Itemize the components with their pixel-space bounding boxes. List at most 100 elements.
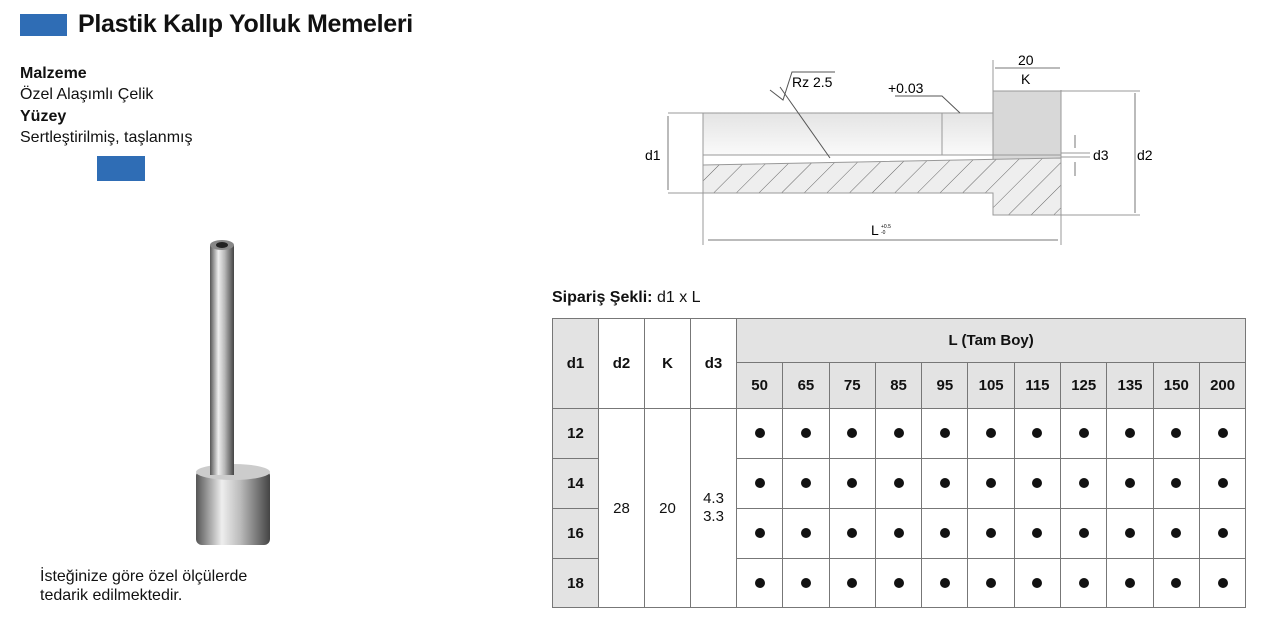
length-header: 95	[921, 362, 969, 409]
availability-cell	[828, 508, 876, 559]
available-dot-icon	[1217, 577, 1228, 588]
d1-cell: 12	[552, 408, 599, 459]
availability-cell	[1013, 558, 1062, 608]
available-dot-icon	[939, 577, 950, 588]
available-dot-icon	[800, 478, 811, 488]
d3-value-2: 3.3	[703, 508, 724, 525]
d1-label: d1	[645, 147, 661, 163]
available-dot-icon	[986, 478, 997, 488]
available-dot-icon	[754, 577, 765, 588]
availability-cell	[828, 458, 876, 509]
available-dot-icon	[1125, 478, 1136, 488]
availability-cell	[921, 458, 969, 509]
l-tol-minus: -0	[881, 230, 886, 236]
length-header: 105	[967, 362, 1015, 409]
available-dot-icon	[754, 528, 765, 538]
availability-cell	[921, 558, 969, 608]
availability-cell	[874, 508, 923, 559]
available-dot-icon	[1217, 478, 1228, 488]
available-dot-icon	[800, 577, 811, 588]
length-header: 200	[1198, 362, 1247, 409]
available-dot-icon	[1171, 577, 1182, 588]
length-header: 65	[782, 362, 830, 409]
available-dot-icon	[800, 528, 811, 538]
l-tol-plus: +0.5	[881, 224, 891, 230]
available-dot-icon	[1125, 528, 1136, 538]
surface-value: Sertleştirilmiş, taşlanmış	[20, 129, 193, 146]
available-dot-icon	[1032, 428, 1043, 438]
available-dot-icon	[754, 428, 765, 438]
available-dot-icon	[1032, 577, 1043, 588]
l-label: L	[871, 222, 879, 238]
availability-cell	[1060, 508, 1108, 559]
d1-cell: 16	[552, 508, 599, 559]
availability-cell	[1152, 408, 1200, 459]
availability-cell	[782, 558, 830, 608]
availability-cell	[874, 458, 923, 509]
availability-cell	[967, 458, 1015, 509]
availability-cell	[735, 508, 784, 559]
availability-cell	[1060, 558, 1108, 608]
availability-cell	[967, 508, 1015, 559]
availability-cell	[828, 558, 876, 608]
available-dot-icon	[1171, 478, 1182, 488]
table-row: 18	[552, 558, 1247, 608]
available-dot-icon	[1171, 528, 1182, 538]
available-dot-icon	[893, 428, 904, 438]
availability-cell	[1152, 558, 1200, 608]
sprue-bushing-photo	[196, 240, 270, 545]
availability-cell	[1198, 458, 1247, 509]
available-dot-icon	[939, 428, 950, 438]
available-dot-icon	[800, 428, 811, 438]
available-dot-icon	[939, 478, 950, 488]
availability-cell	[1106, 408, 1154, 459]
availability-cell	[921, 508, 969, 559]
availability-cell	[1060, 458, 1108, 509]
availability-cell	[735, 558, 784, 608]
header-d1: d1	[552, 318, 599, 409]
availability-cell	[782, 458, 830, 509]
d2-label: d2	[1137, 147, 1153, 163]
custom-size-note: İsteğinize göre özel ölçülerde tedarik e…	[40, 567, 247, 605]
k-value-label: 20	[1018, 52, 1034, 68]
header-k: K	[644, 318, 691, 409]
available-dot-icon	[986, 528, 997, 538]
availability-cell	[1013, 508, 1062, 559]
available-dot-icon	[1125, 428, 1136, 438]
available-dot-icon	[1125, 577, 1136, 588]
availability-cell	[782, 408, 830, 459]
available-dot-icon	[1217, 528, 1228, 538]
header-l: L (Tam Boy)	[735, 318, 1247, 363]
order-format: Sipariş Şekli: d1 x L	[552, 289, 701, 307]
note-line-2: tedarik edilmektedir.	[40, 587, 183, 604]
available-dot-icon	[847, 528, 858, 538]
title-accent-bar	[20, 14, 67, 36]
availability-cell	[874, 408, 923, 459]
availability-cell	[874, 558, 923, 608]
availability-cell	[967, 558, 1015, 608]
available-dot-icon	[1032, 528, 1043, 538]
d1-cell: 18	[552, 558, 599, 608]
available-dot-icon	[986, 577, 997, 588]
available-dot-icon	[754, 478, 765, 488]
k-cell: 20	[644, 408, 691, 608]
length-header: 50	[735, 362, 784, 409]
technical-drawing: Rz 2.5 +0.03 20 K d1 d2 d3 L +0.5 -0	[645, 52, 1153, 245]
order-value: d1 x L	[656, 289, 701, 306]
availability-cell	[735, 458, 784, 509]
available-dot-icon	[893, 528, 904, 538]
availability-cell	[1106, 558, 1154, 608]
roughness-label: Rz 2.5	[792, 74, 833, 90]
d3-value-1: 4.3	[703, 490, 724, 507]
length-header: 135	[1106, 362, 1154, 409]
length-header: 115	[1013, 362, 1062, 409]
available-dot-icon	[893, 478, 904, 488]
table-row: 16	[552, 508, 1247, 559]
length-header: 75	[828, 362, 876, 409]
availability-cell	[1152, 458, 1200, 509]
available-dot-icon	[1078, 528, 1089, 538]
header-d2: d2	[598, 318, 645, 409]
available-dot-icon	[1032, 478, 1043, 488]
